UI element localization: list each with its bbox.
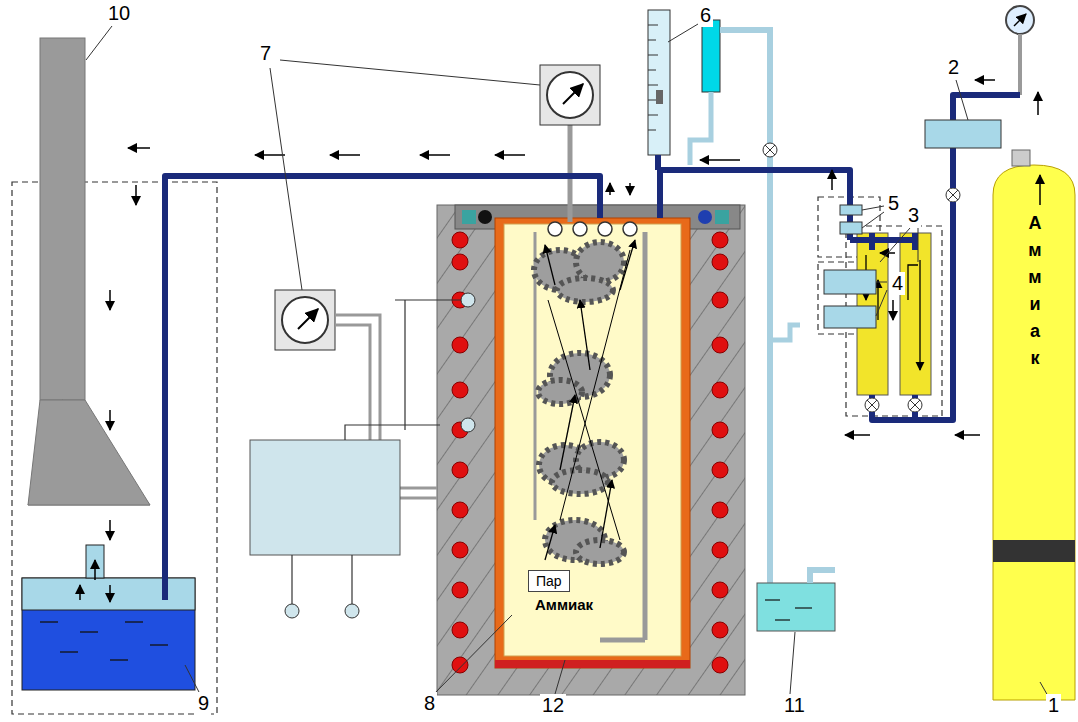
callout-number: 7 (258, 42, 273, 65)
temperature-recorder (275, 290, 335, 350)
callout-number: 12 (540, 694, 566, 717)
callout-number: 5 (886, 192, 901, 215)
controller-box (250, 440, 400, 555)
callout-number: 11 (782, 694, 807, 717)
water-beaker (757, 583, 835, 631)
flowmeter (648, 10, 670, 155)
furnace-body (437, 205, 745, 695)
parts (534, 242, 624, 564)
water-tank-top (22, 578, 195, 610)
callout-number: 6 (698, 4, 713, 27)
water-tank (22, 578, 195, 690)
water-column (702, 20, 720, 92)
retort-wall (495, 218, 690, 668)
dryer-column (900, 233, 931, 395)
callout-number: 2 (946, 56, 961, 79)
pressure-gauge (540, 65, 600, 125)
callout-number: 3 (906, 204, 921, 227)
node-text: Аммиак (532, 596, 596, 613)
cylinder-node: Аммиак (993, 165, 1075, 700)
exhaust-chimney (40, 38, 85, 400)
filter (840, 222, 862, 234)
callout-number: 1 (1046, 694, 1061, 717)
purifier (824, 270, 876, 294)
leader-lines (86, 24, 1048, 696)
exhaust-hood (28, 400, 150, 505)
callout-number: 10 (106, 2, 132, 25)
filter (840, 205, 862, 215)
ammonia-cylinder (993, 165, 1075, 700)
retort-node: Аммиак Пар (504, 224, 681, 656)
node-text: Пар (536, 573, 562, 589)
purifier (824, 306, 876, 328)
retort-space (504, 224, 681, 656)
callout-number: 4 (890, 272, 905, 295)
node-text: Аммиак (1026, 210, 1044, 372)
callout-number: 9 (196, 692, 211, 715)
steam-box: Пар (528, 570, 570, 592)
pressure-reducer (925, 120, 1001, 148)
exhaust-hood (28, 400, 150, 505)
callout-number: 8 (422, 692, 437, 715)
